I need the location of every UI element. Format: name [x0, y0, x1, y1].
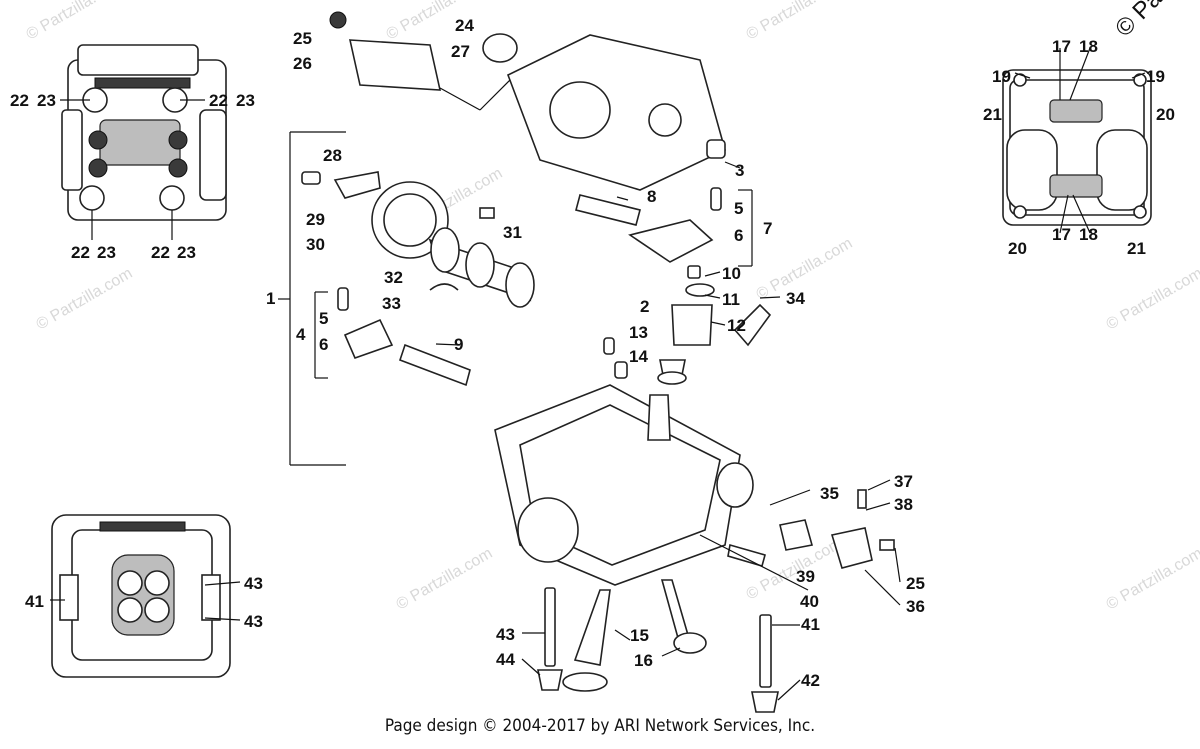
- callout-43: 43: [244, 574, 263, 593]
- callout-11: 11: [722, 290, 740, 309]
- cylinder-head-underside-view: [1002, 69, 1152, 226]
- callout-25: 25: [293, 29, 312, 48]
- callout-37: 37: [894, 472, 913, 491]
- callout-23: 23: [177, 243, 196, 262]
- callout-6: 6: [734, 226, 743, 245]
- callout-24: 24: [455, 16, 474, 35]
- callout-21: 21: [983, 105, 1002, 124]
- callout-5: 5: [319, 309, 328, 328]
- watermark: © Partzilla.com: [744, 0, 846, 43]
- callout-17: 17: [1052, 225, 1071, 244]
- callout-44: 44: [496, 650, 515, 669]
- callout-34: 34: [786, 289, 805, 308]
- callout-41: 41: [25, 592, 44, 611]
- callout-22: 22: [209, 91, 228, 110]
- callout-40: 40: [800, 592, 819, 611]
- callout-36: 36: [906, 597, 925, 616]
- callout-16: 16: [634, 651, 653, 670]
- watermark: © Partzilla.com: [1104, 265, 1200, 334]
- callout-12: 12: [727, 316, 746, 335]
- callout-5: 5: [734, 199, 743, 218]
- callout-7: 7: [763, 219, 772, 238]
- copyright-footer: Page design © 2004-2017 by ARI Network S…: [384, 716, 816, 736]
- callout-18: 18: [1079, 37, 1098, 56]
- callout-32: 32: [384, 268, 403, 287]
- callout-1: 1: [266, 289, 275, 308]
- watermark: © Partzilla.com: [34, 265, 136, 334]
- callout-14: 14: [629, 347, 648, 366]
- callout-19: 19: [1146, 67, 1165, 86]
- watermark: © Partzilla.com: [24, 0, 126, 43]
- callout-31: 31: [503, 223, 522, 242]
- watermark: © Partzilla.com: [394, 545, 496, 614]
- watermark: © Partzilla.com: [1104, 545, 1200, 614]
- cylinder-head: [494, 303, 895, 713]
- callout-43: 43: [496, 625, 515, 644]
- callout-43: 43: [244, 612, 263, 631]
- callout-20: 20: [1156, 105, 1175, 124]
- callout-6: 6: [319, 335, 328, 354]
- leader-lines: [50, 47, 1146, 701]
- callout-3: 3: [735, 161, 744, 180]
- callout-39: 39: [796, 567, 815, 586]
- callout-2: 2: [640, 297, 649, 316]
- callout-41: 41: [801, 615, 820, 634]
- callout-23: 23: [97, 243, 116, 262]
- callout-26: 26: [293, 54, 312, 73]
- head-gasket-view: [51, 514, 231, 678]
- callout-23: 23: [37, 91, 56, 110]
- rocker-arm-group: [575, 187, 753, 385]
- cylinder-head-top-view: [61, 44, 227, 221]
- callout-22: 22: [10, 91, 29, 110]
- callout-labels: 1 2 3 4 5 6 5 6 7 8 9 10 11 12 13 14 15 …: [10, 16, 1175, 690]
- callout-29: 29: [306, 210, 325, 229]
- callout-17: 17: [1052, 37, 1071, 56]
- callout-38: 38: [894, 495, 913, 514]
- callout-13: 13: [629, 323, 648, 342]
- callout-22: 22: [151, 243, 170, 262]
- callout-10: 10: [722, 264, 741, 283]
- callout-19: 19: [992, 67, 1011, 86]
- callout-15: 15: [630, 626, 649, 645]
- callout-21: 21: [1127, 239, 1146, 258]
- corner-copyright-mark: © Pa: [1110, 0, 1168, 42]
- callout-9: 9: [454, 335, 463, 354]
- callout-22: 22: [71, 243, 90, 262]
- callout-8: 8: [647, 187, 656, 206]
- callout-4: 4: [296, 325, 306, 344]
- callout-25: 25: [906, 574, 925, 593]
- camshaft-cover: [329, 11, 726, 191]
- callout-35: 35: [820, 484, 839, 503]
- callout-33: 33: [382, 294, 401, 313]
- callout-18: 18: [1079, 225, 1098, 244]
- callout-20: 20: [1008, 239, 1027, 258]
- callout-42: 42: [801, 671, 820, 690]
- callout-27: 27: [451, 42, 470, 61]
- callout-28: 28: [323, 146, 342, 165]
- callout-30: 30: [306, 235, 325, 254]
- callout-23: 23: [236, 91, 255, 110]
- camshaft-assembly: [278, 131, 535, 466]
